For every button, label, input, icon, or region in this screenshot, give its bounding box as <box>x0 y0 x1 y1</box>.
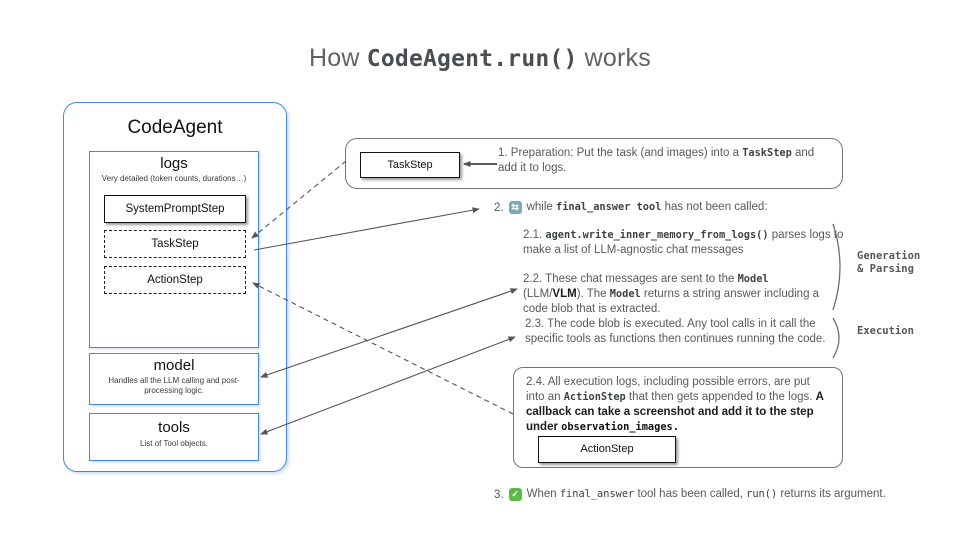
step2-text: while final_answer tool has not been cal… <box>526 201 768 213</box>
logs-title: logs <box>160 155 188 172</box>
step1-text: 1. Preparation: Put the task (and images… <box>498 147 815 174</box>
step3-line: 3. ✓ When final_answer tool has been cal… <box>494 487 886 502</box>
generation-label-line1: Generation <box>857 250 921 262</box>
check-icon: ✓ <box>508 488 522 501</box>
execution-label: Execution <box>857 325 914 337</box>
title-prefix: How <box>309 44 367 72</box>
arrow-tools-step23 <box>260 336 516 435</box>
codeagent-panel: CodeAgent logs Very detailed (token coun… <box>63 102 287 472</box>
step3-number: 3. <box>494 488 504 501</box>
tools-box: tools List of Tool objects. <box>89 413 259 461</box>
step23-text: 2.3. The code blob is executed. Any tool… <box>525 318 826 345</box>
generation-label-line2: & Parsing <box>857 263 914 275</box>
logs-box: logs Very detailed (token counts, durati… <box>89 151 259 348</box>
arrow-model-step22 <box>260 288 518 378</box>
loop-icon: ⇆ <box>508 201 522 214</box>
model-subtitle: Handles all the LLM calling and post-pro… <box>108 376 240 395</box>
step2-number: 2. <box>494 201 504 214</box>
systempromptstep-box: SystemPromptStep <box>104 195 246 223</box>
step24-actionstep-box: ActionStep <box>538 436 676 463</box>
step2-line: 2. ⇆ while final_answer tool has not bee… <box>494 200 768 215</box>
model-box: model Handles all the LLM calling and po… <box>89 353 259 405</box>
step1-box: TaskStep 1. Preparation: Put the task (a… <box>345 138 843 189</box>
title-code: CodeAgent.run() <box>366 46 578 72</box>
page-title: How CodeAgent.run() works <box>0 44 960 73</box>
actionstep-box: ActionStep <box>104 266 246 294</box>
title-suffix: works <box>577 44 651 72</box>
generation-parsing-label: Generation & Parsing <box>857 250 920 276</box>
model-title: model <box>153 357 195 374</box>
codeagent-panel-title: CodeAgent <box>127 117 223 138</box>
step24-text: 2.4. All execution logs, including possi… <box>526 376 824 433</box>
arrow-step24-to-actionstep <box>252 282 514 415</box>
step22-text: 2.2. These chat messages are sent to the… <box>523 273 820 315</box>
step21-text: 2.1. agent.write_inner_memory_from_logs(… <box>523 229 844 256</box>
logs-subtitle: Very detailed (token counts, durations…) <box>101 174 247 183</box>
taskstep-box: TaskStep <box>104 230 246 258</box>
tools-title: tools <box>158 419 190 436</box>
arrow-taskstep-to-step2 <box>253 207 480 251</box>
step1-taskstep-box: TaskStep <box>360 152 460 178</box>
step24-box: 2.4. All execution logs, including possi… <box>513 367 843 468</box>
step3-text: When final_answer tool has been called, … <box>526 488 886 500</box>
tools-subtitle: List of Tool objects. <box>140 439 208 448</box>
